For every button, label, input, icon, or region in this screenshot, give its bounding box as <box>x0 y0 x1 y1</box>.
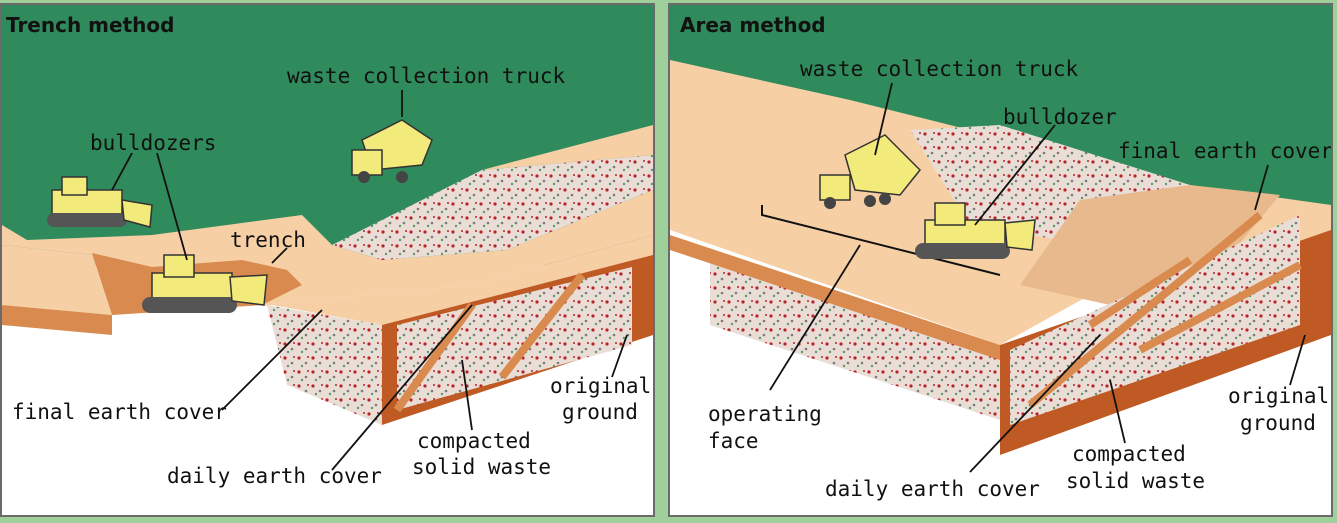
label-bulldozer: bulldozer <box>1003 105 1117 129</box>
waste-section-front <box>710 253 1000 420</box>
label-bulldozers: bulldozers <box>90 131 216 155</box>
daily-cover-band-2 <box>1027 211 1263 409</box>
trench-method-illustration: Trench method waste collection truck bul… <box>2 5 653 488</box>
waste-pile <box>332 155 653 260</box>
front-edge <box>670 235 1000 360</box>
daily-cover-band-3 <box>1138 261 1302 354</box>
left-bank-edge <box>2 305 112 335</box>
daily-cover-band-2 <box>498 272 586 380</box>
label-compacted-2: solid waste <box>412 455 551 479</box>
label-final-cover: final earth cover <box>12 400 227 424</box>
label-compacted-1: compacted <box>417 429 531 453</box>
bulldozer <box>915 202 1036 259</box>
waste-section-side <box>397 267 632 410</box>
label-original-1: original <box>1228 384 1329 408</box>
label-original-1: original <box>550 374 651 398</box>
area-method-panel: Area method waste collection truck bulld… <box>668 3 1333 517</box>
left-bank <box>2 245 112 315</box>
final-cover-slope <box>1020 185 1280 305</box>
label-original-2: ground <box>1240 411 1316 435</box>
label-truck: waste collection truck <box>800 57 1079 81</box>
bulldozer-far <box>47 176 153 228</box>
waste-section-side <box>1010 215 1300 425</box>
bulldozer-near <box>142 254 268 313</box>
label-compacted-2: solid waste <box>1066 469 1205 493</box>
label-original-2: ground <box>562 400 638 424</box>
label-daily-cover: daily earth cover <box>167 464 382 488</box>
panel-title: Area method <box>680 13 826 37</box>
label-truck: waste collection truck <box>287 64 566 88</box>
label-trench: trench <box>230 228 306 252</box>
label-final-cover: final earth cover <box>1118 139 1331 163</box>
daily-cover-band-1 <box>393 302 476 413</box>
daily-cover-band-1 <box>1087 256 1193 329</box>
waste-truck <box>351 119 433 183</box>
area-method-illustration: Area method waste collection truck bulld… <box>670 5 1331 515</box>
label-compacted-1: compacted <box>1072 442 1186 466</box>
trench-method-panel: Trench method waste collection truck bul… <box>0 3 655 517</box>
label-operating-1: operating <box>708 402 822 426</box>
label-daily-cover: daily earth cover <box>825 477 1040 501</box>
label-operating-2: face <box>708 429 759 453</box>
panel-title: Trench method <box>6 13 174 37</box>
waste-truck <box>819 134 922 209</box>
earth-strip-far <box>482 125 653 170</box>
